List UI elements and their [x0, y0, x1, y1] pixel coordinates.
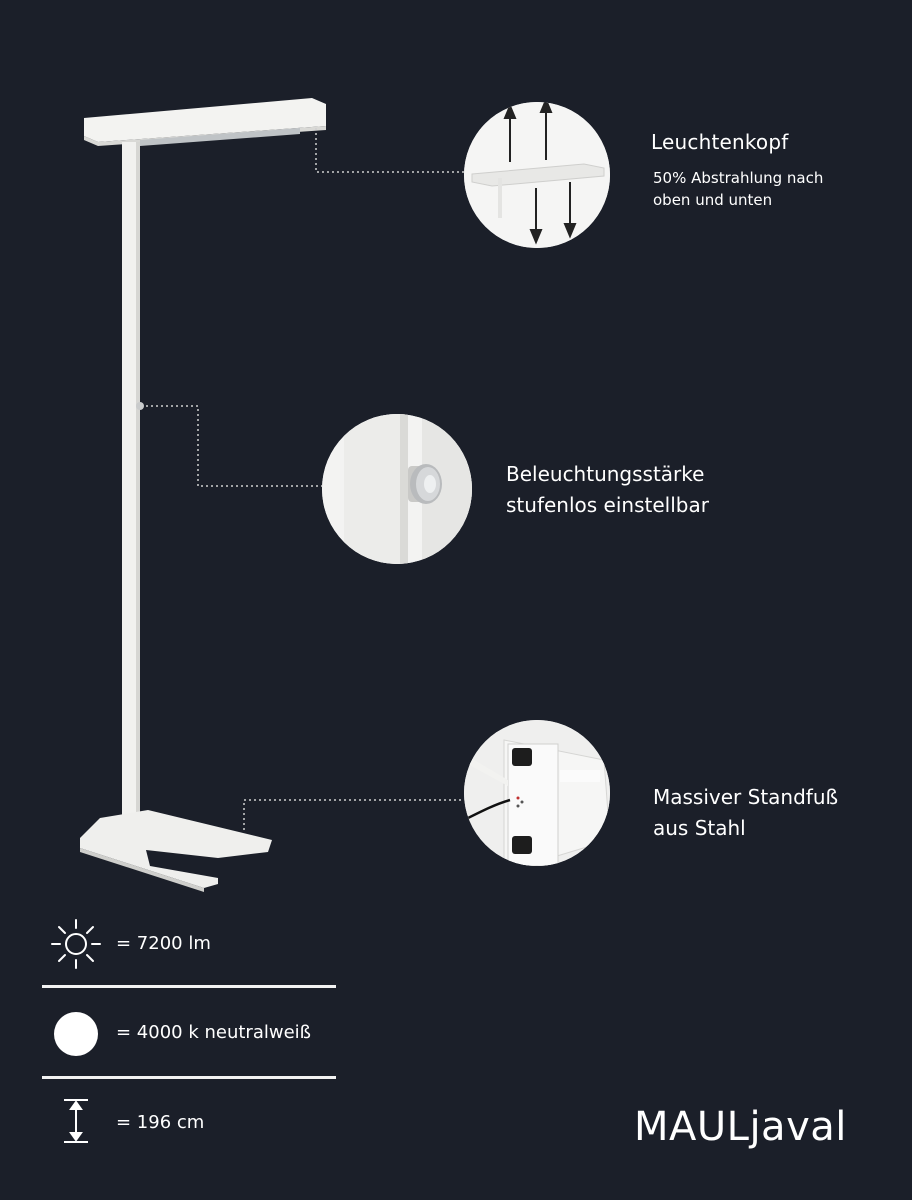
brand-logo-text: MAULjaval [634, 1104, 847, 1150]
feature-lamp-head-title: Leuchtenkopf [651, 130, 789, 154]
white-circle-icon [54, 1012, 98, 1056]
sun-icon [51, 919, 101, 969]
feature-lamp-head-subtitle-line2: oben und unten [653, 191, 773, 209]
feature-lamp-head-subtitle-line1: 50% Abstrahlung nach [653, 169, 824, 187]
base-detail-image [464, 720, 610, 866]
spec-lumen-text: = 7200 lm [116, 933, 211, 954]
divider [42, 985, 336, 988]
feature-dimmer-line1: Beleuchtungsstärke [506, 462, 705, 486]
feature-base-line1: Massiver Standfuß [653, 785, 839, 809]
feature-dimmer-line2: stufenlos einstellbar [506, 493, 709, 517]
dimmer-detail-image [322, 414, 472, 564]
spec-height-text: = 196 cm [116, 1112, 205, 1133]
feature-base-line2: aus Stahl [653, 816, 746, 840]
spec-color-temperature-text: = 4000 k neutralweiß [116, 1022, 311, 1043]
divider [42, 1076, 336, 1079]
lamp-head-detail-image [464, 102, 610, 248]
height-arrow-icon [64, 1099, 88, 1143]
